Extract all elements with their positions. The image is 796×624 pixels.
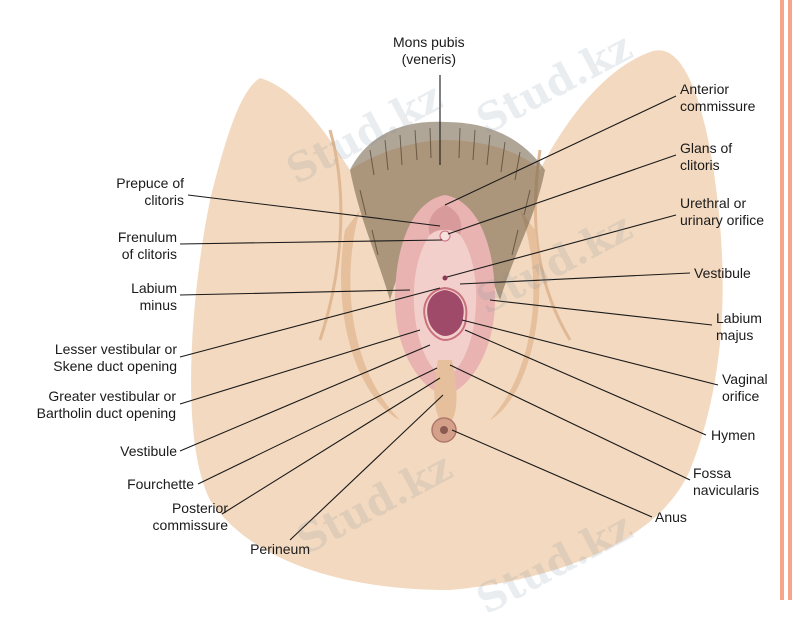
label-fourchette: Fourchette xyxy=(127,476,194,492)
anatomy-illustration xyxy=(179,50,723,590)
leader-perineum xyxy=(289,394,444,541)
leader-vestibule-right xyxy=(459,272,691,285)
left-labium-majus-shadow xyxy=(341,210,400,420)
leader-urethral xyxy=(446,214,677,278)
leader-vaginal-orifice xyxy=(461,319,719,386)
glans xyxy=(439,230,451,242)
perineum-shape xyxy=(434,360,457,420)
leader-anterior-commissure xyxy=(444,95,677,206)
label-mons-pubis: Mons pubis(veneris) xyxy=(393,34,465,67)
label-vestibule-left: Vestibule xyxy=(120,443,177,459)
leader-fourchette xyxy=(197,367,438,485)
hymen-rim xyxy=(423,286,468,342)
label-hymen: Hymen xyxy=(711,427,756,443)
leader-fossa xyxy=(449,364,691,481)
right-labium-majus-shadow xyxy=(490,210,540,420)
leader-vestibule-left xyxy=(179,344,431,452)
label-anus: Anus xyxy=(655,509,687,525)
leader-posterior-commissure xyxy=(221,377,441,515)
leader-frenulum xyxy=(179,239,443,245)
urethral-orifice-dot xyxy=(442,275,448,281)
leader-greater-vestibular xyxy=(179,329,421,405)
leader-glans xyxy=(447,154,677,235)
pubic-hair xyxy=(350,121,545,300)
label-vestibule-right: Vestibule xyxy=(694,265,751,281)
left-thigh-crease xyxy=(318,129,343,341)
prepuce xyxy=(428,205,462,235)
leader-labium-majus xyxy=(489,299,713,326)
leader-anus xyxy=(451,429,653,518)
decorative-right-border xyxy=(778,0,796,600)
leader-prepuce xyxy=(187,194,441,227)
leader-hymen xyxy=(464,329,707,436)
leader-labium-minus xyxy=(179,289,411,296)
label-perineum: Perineum xyxy=(250,541,310,557)
leader-lesser-vestibular xyxy=(179,287,441,358)
vaginal-orifice-shape xyxy=(427,290,464,336)
